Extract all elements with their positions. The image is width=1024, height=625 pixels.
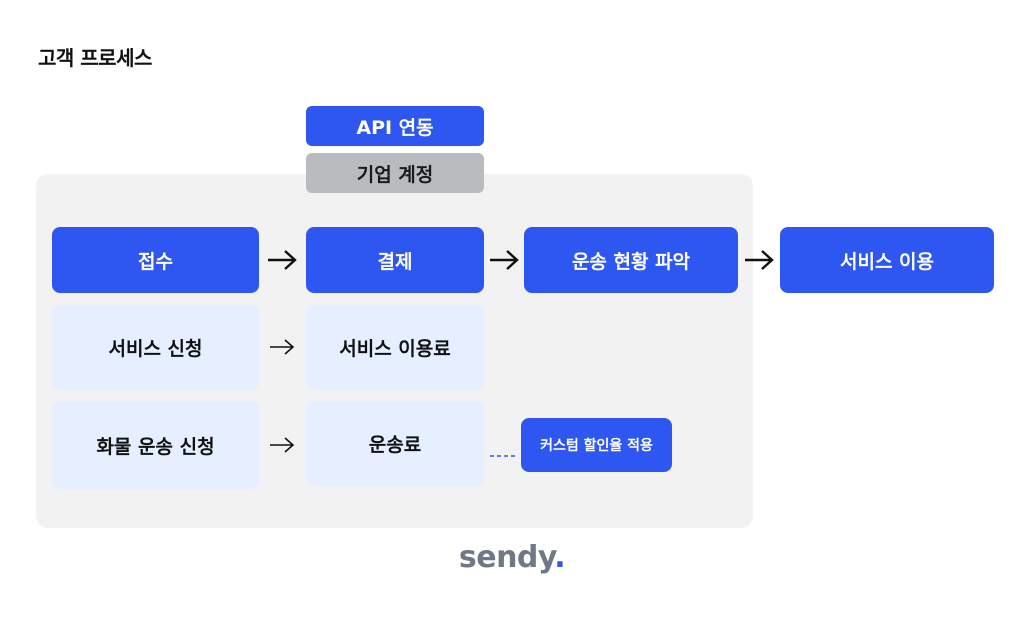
shipping-fee-box: 운송료 — [306, 401, 484, 486]
api-integration-box: API 연동 — [306, 106, 484, 146]
arrow-right-icon — [268, 337, 296, 357]
corporate-account-box: 기업 계정 — [306, 153, 484, 193]
service-application-box: 서비스 신청 — [52, 305, 259, 390]
arrow-right-icon — [488, 248, 520, 272]
diagram-title: 고객 프로세스 — [38, 46, 152, 70]
step-payment: 결제 — [306, 227, 484, 293]
dashed-connector — [490, 443, 518, 462]
arrow-right-icon — [743, 248, 775, 272]
custom-discount-box: 커스텀 할인율 적용 — [521, 418, 672, 472]
sendy-logo: sendy. — [458, 540, 566, 575]
step-tracking: 운송 현황 파악 — [524, 227, 738, 293]
freight-application-box: 화물 운송 신청 — [52, 401, 259, 489]
step-service-use: 서비스 이용 — [780, 227, 994, 293]
step-receipt: 접수 — [52, 227, 259, 293]
service-fee-box: 서비스 이용료 — [306, 305, 484, 390]
arrow-right-icon — [266, 248, 298, 272]
arrow-right-icon — [268, 435, 296, 455]
